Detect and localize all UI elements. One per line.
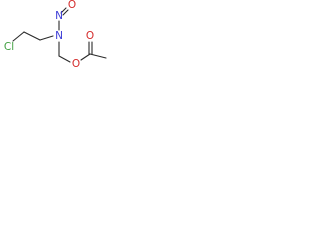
bond-cl-c1 bbox=[12, 31, 25, 42]
bond-o-c bbox=[80, 53, 91, 61]
atom-nitrogen-amine: N bbox=[55, 30, 63, 42]
atom-chlorine: Cl bbox=[4, 41, 14, 53]
atom-oxygen-ester: O bbox=[72, 58, 80, 70]
bond-ch2-o bbox=[58, 55, 71, 63]
structure-diagram: Cl N N O O O bbox=[4, 0, 107, 70]
atom-oxygen-nitroso: O bbox=[68, 0, 76, 11]
bond-n-o-double-b bbox=[62, 9, 69, 16]
atom-nitrogen-nitroso: N bbox=[55, 10, 63, 22]
bond-n-o-double-a bbox=[60, 7, 67, 14]
bond-c-ch3 bbox=[89, 53, 107, 59]
bond-c1-c2 bbox=[23, 31, 41, 41]
atom-oxygen-carbonyl: O bbox=[86, 30, 94, 42]
bond-c2-n bbox=[39, 35, 54, 41]
